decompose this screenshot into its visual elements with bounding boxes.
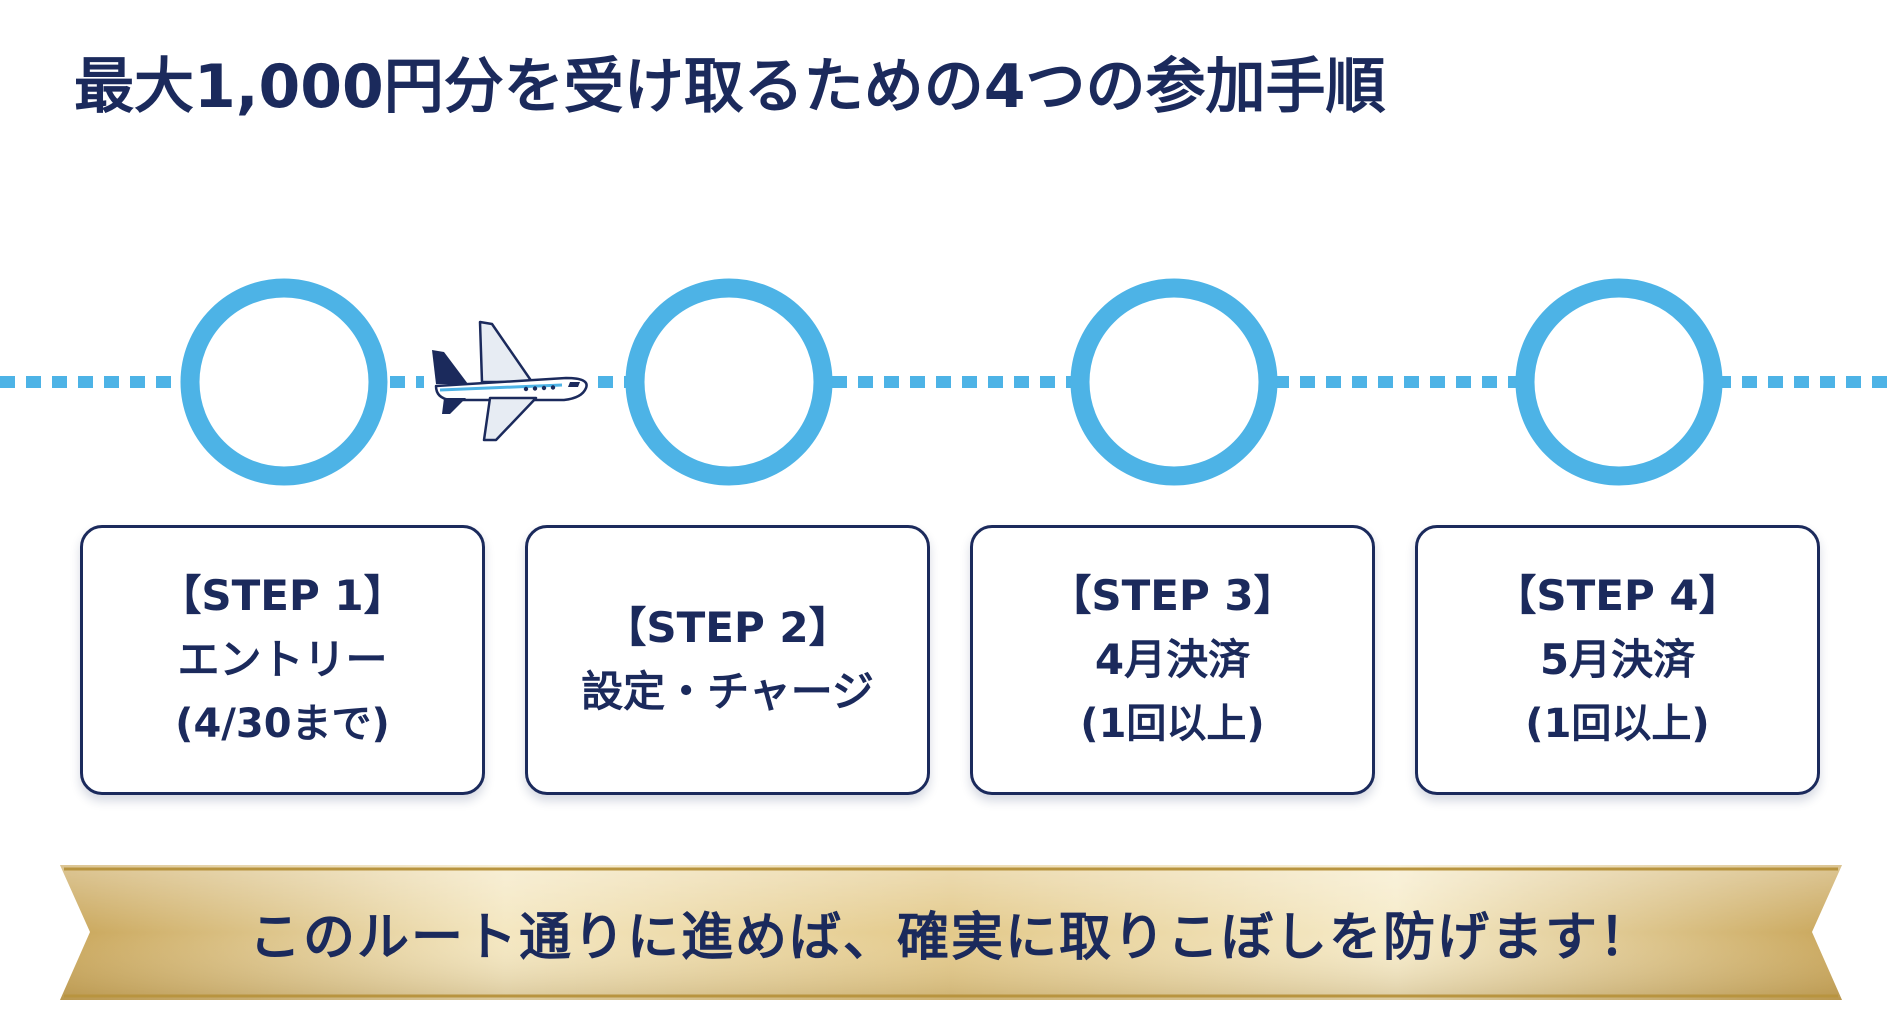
step-4-note: (1回以上) xyxy=(1525,701,1710,747)
step-1-note: (4/30まで) xyxy=(175,701,390,747)
banner-text: このルート通りに進めば、確実に取りこぼしを防げます！ xyxy=(248,908,1653,968)
step-4-action: 5月決済 xyxy=(1539,635,1696,684)
airplane-icon xyxy=(424,320,594,442)
step-4-card: 【STEP 4】 5月決済 (1回以上) xyxy=(1415,525,1820,795)
step-4-label: 【STEP 4】 xyxy=(1494,571,1741,620)
step-3-action: 4月決済 xyxy=(1094,635,1251,684)
step-1-card: 【STEP 1】 エントリー (4/30まで) xyxy=(80,525,485,795)
step-1-label: 【STEP 1】 xyxy=(159,571,406,620)
step-3-circle xyxy=(1070,278,1278,486)
step-2-circle xyxy=(625,278,833,486)
page-title: 最大1,000円分を受け取るための4つの参加手順 xyxy=(74,52,1386,122)
step-3-note: (1回以上) xyxy=(1080,701,1265,747)
timeline xyxy=(0,278,1890,486)
step-2-label: 【STEP 2】 xyxy=(604,603,851,652)
step-2-card: 【STEP 2】 設定・チャージ xyxy=(525,525,930,795)
step-4-circle xyxy=(1515,278,1723,486)
banner-ribbon xyxy=(60,865,1842,1000)
step-3-label: 【STEP 3】 xyxy=(1049,571,1296,620)
step-1-circle xyxy=(180,278,388,486)
step-1-action: エントリー xyxy=(177,635,388,684)
summary-banner: このルート通りに進めば、確実に取りこぼしを防げます！ xyxy=(60,865,1842,1000)
step-3-card: 【STEP 3】 4月決済 (1回以上) xyxy=(970,525,1375,795)
step-2-action: 設定・チャージ xyxy=(581,667,874,716)
